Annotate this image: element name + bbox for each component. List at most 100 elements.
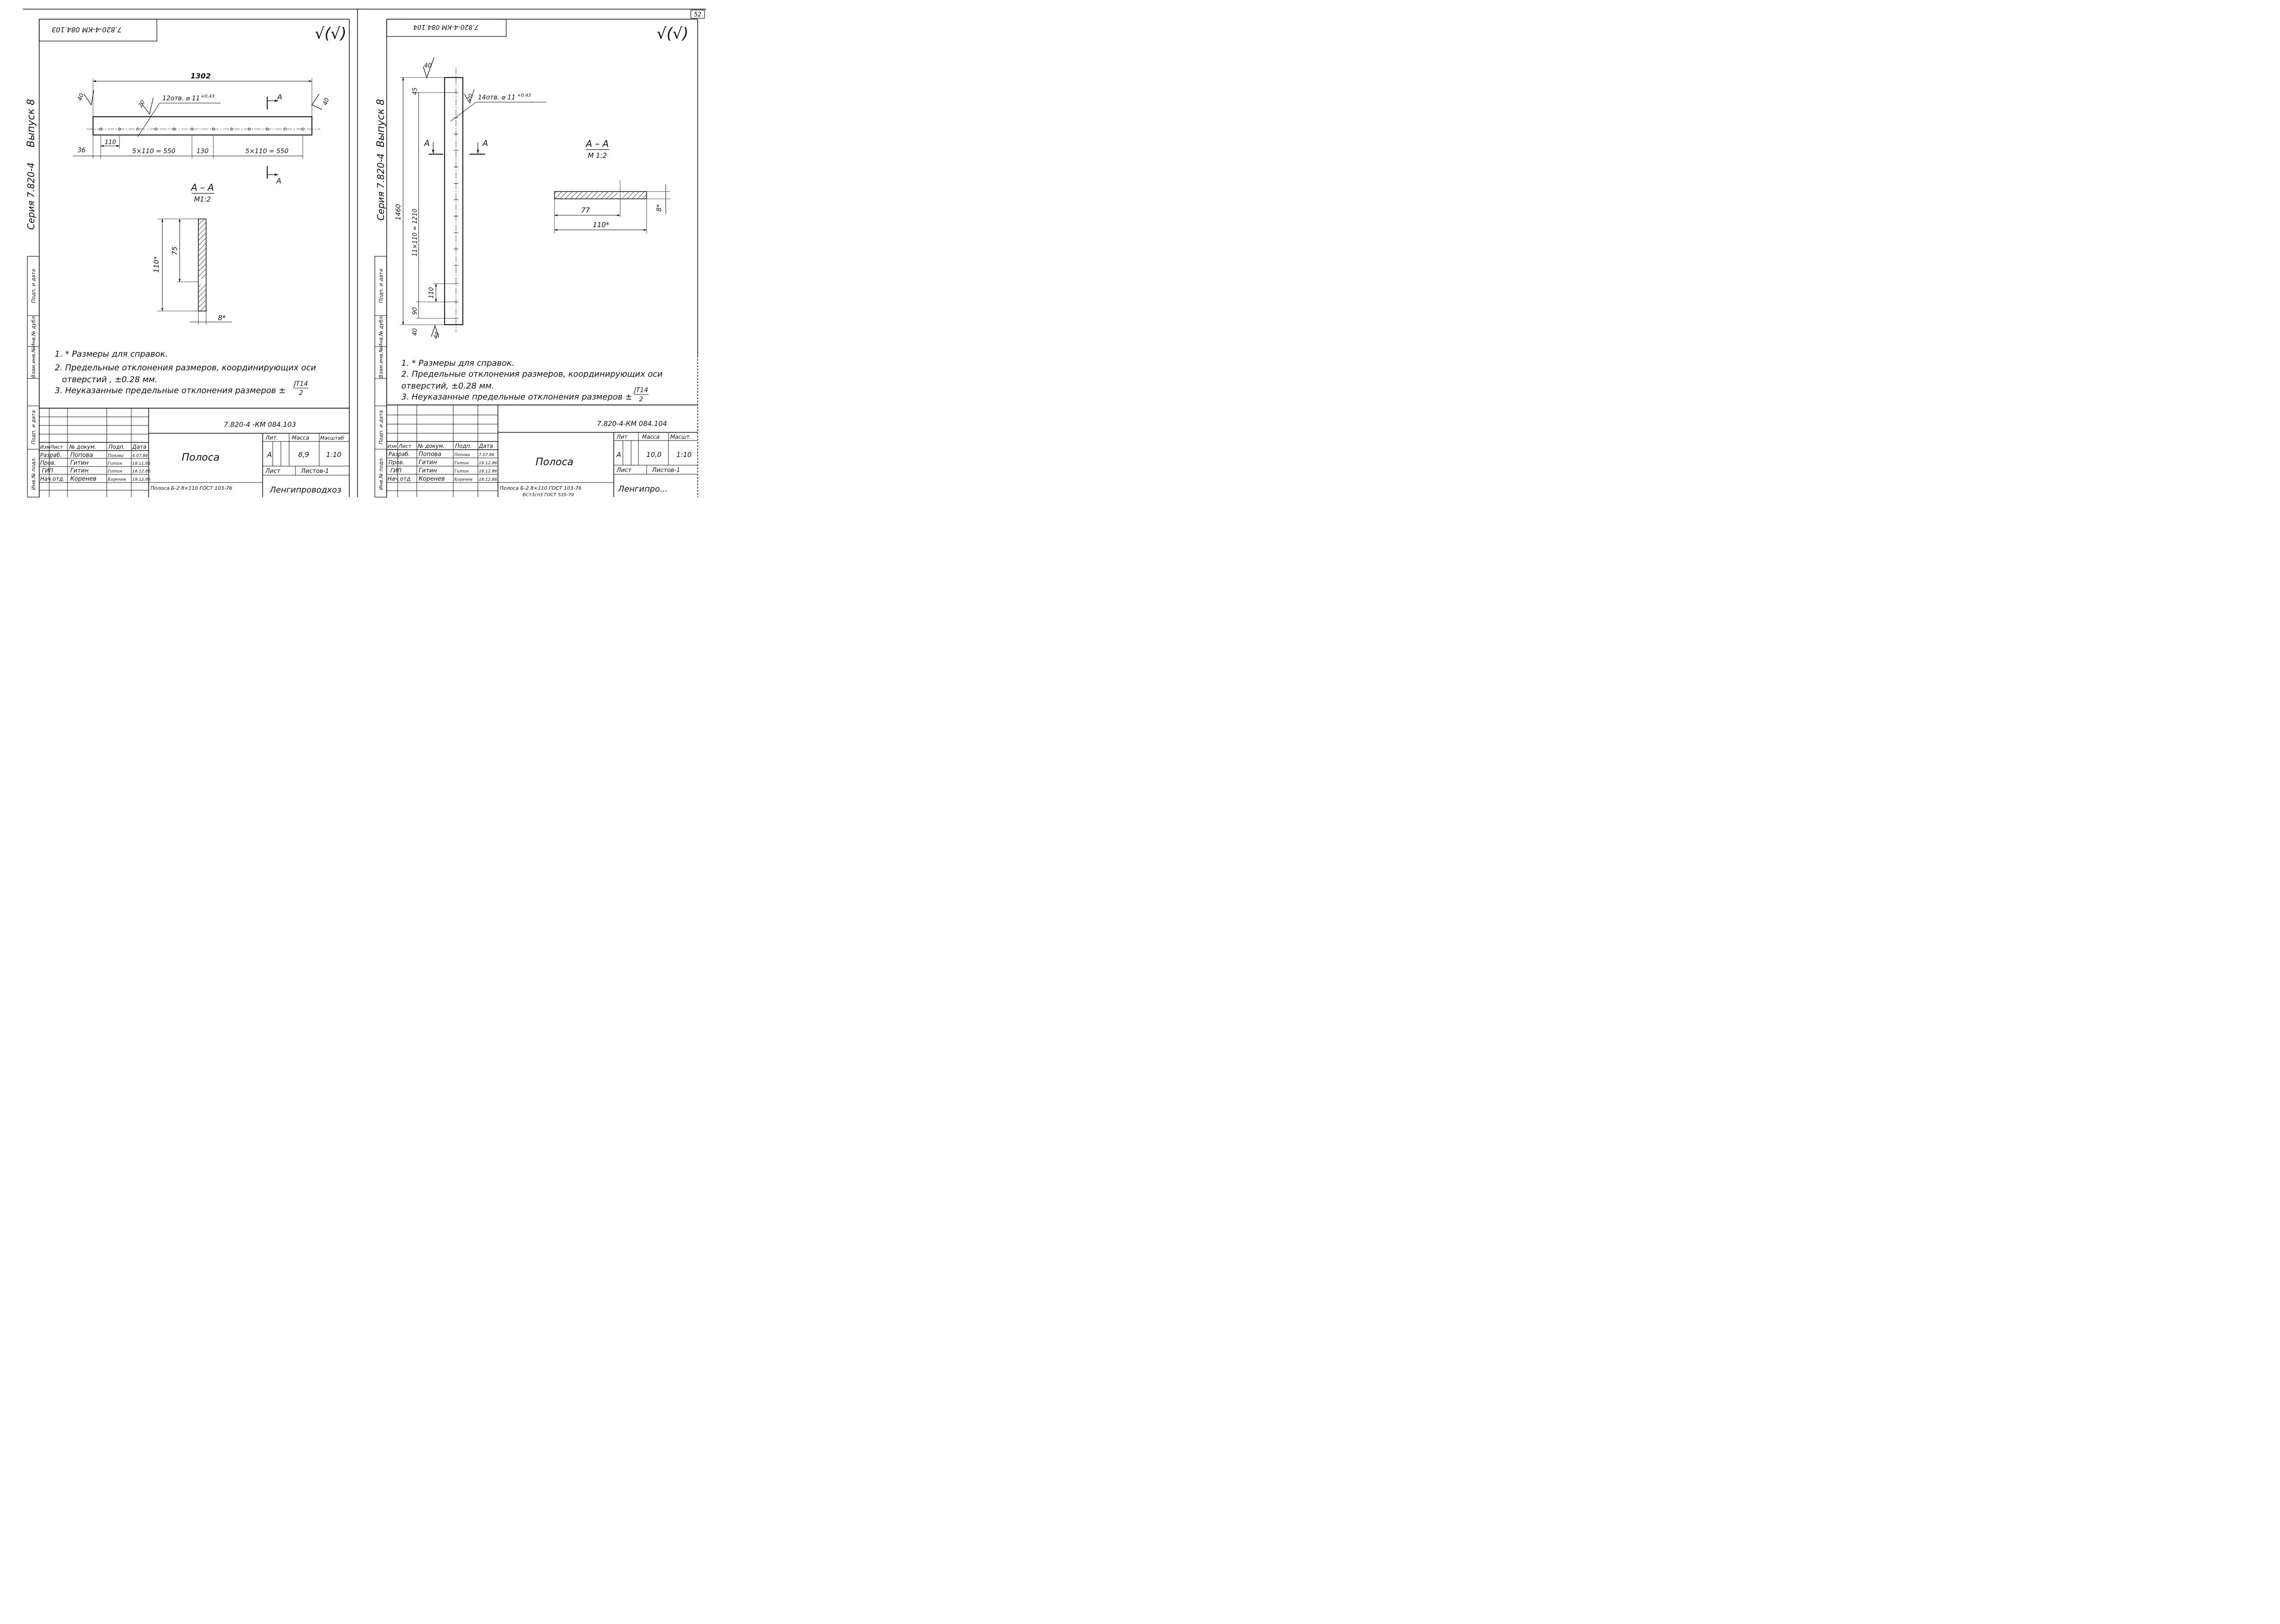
svg-text:Гитин: Гитин bbox=[454, 461, 469, 466]
svg-text:3. Неуказанные предельные откл: 3. Неуказанные предельные отклонения раз… bbox=[55, 386, 285, 395]
svg-text:+0.43: +0.43 bbox=[517, 93, 531, 98]
svg-text:Разраб.: Разраб. bbox=[389, 451, 410, 457]
svg-text:А: А bbox=[277, 93, 282, 101]
svg-text:Листов-1: Листов-1 bbox=[301, 468, 329, 475]
plate-view: 1302 40 40 20 12отв. ⌀ 11 +0.43 А А bbox=[73, 72, 331, 185]
holes-note: 14отв. ⌀ 11 bbox=[478, 94, 515, 101]
svg-text:40: 40 bbox=[432, 331, 441, 340]
overall-length: 1302 bbox=[191, 72, 211, 80]
svg-text:5×110 = 550: 5×110 = 550 bbox=[245, 148, 289, 155]
side-strip: Подп. и дата Инв.№ дубл. Взам.инв.№ Подп… bbox=[27, 256, 40, 498]
svg-text:Попова: Попова bbox=[70, 452, 93, 459]
issue-label: Выпуск 8 bbox=[26, 99, 37, 147]
svg-text:№ докум.: № докум. bbox=[69, 444, 96, 450]
hole-marks bbox=[454, 92, 458, 319]
section-view: А – А М1:2 110* 75 8* bbox=[152, 182, 232, 325]
section-scale: М 1:2 bbox=[588, 151, 607, 160]
svg-text:Пров.: Пров. bbox=[40, 460, 56, 466]
part-name: Полоса bbox=[535, 457, 573, 468]
svg-text:+0.43: +0.43 bbox=[201, 94, 215, 99]
svg-text:Дата: Дата bbox=[132, 444, 146, 450]
svg-text:77: 77 bbox=[581, 206, 590, 214]
svg-text:7.07.86: 7.07.86 bbox=[479, 453, 495, 457]
svg-text:Лит.: Лит. bbox=[265, 435, 278, 441]
svg-text:Гитин: Гитин bbox=[107, 462, 122, 466]
svg-text:JT14: JT14 bbox=[633, 387, 648, 394]
svg-text:Взам.инв.№: Взам.инв.№ bbox=[31, 347, 36, 378]
svg-text:Разраб.: Разраб. bbox=[40, 452, 62, 458]
svg-text:Лист: Лист bbox=[50, 444, 63, 450]
stamp-code: 7.820-4-КМ 084.104 bbox=[413, 23, 478, 31]
roughness-symbol: √(√) bbox=[315, 25, 347, 43]
svg-text:А: А bbox=[424, 139, 430, 148]
svg-text:75: 75 bbox=[171, 246, 179, 255]
svg-text:Подп.: Подп. bbox=[109, 444, 125, 450]
svg-text:Взам.инв.№: Взам.инв.№ bbox=[378, 347, 384, 378]
svg-text:JT14: JT14 bbox=[293, 380, 308, 388]
notes: 1. * Размеры для справок. 2. Предельные … bbox=[401, 358, 663, 403]
svg-text:Подп. и дата: Подп. и дата bbox=[31, 269, 36, 303]
svg-text:Гитин: Гитин bbox=[70, 467, 89, 474]
svg-text:8*: 8* bbox=[218, 314, 226, 322]
svg-text:А: А bbox=[276, 176, 281, 185]
svg-text:Попова: Попова bbox=[107, 454, 124, 458]
holes-note: 12отв. ⌀ 11 bbox=[162, 95, 200, 102]
svg-text:Гитин: Гитин bbox=[70, 460, 89, 467]
svg-text:Масштаб: Масштаб bbox=[320, 435, 344, 441]
section-scale: М1:2 bbox=[194, 195, 211, 203]
svg-text:Масса: Масса bbox=[642, 434, 659, 440]
stamp-code: 7.820-4-КМ 084.103 bbox=[52, 26, 122, 34]
svg-text:2. Предельные отклонения разме: 2. Предельные отклонения размеров, коорд… bbox=[401, 369, 663, 379]
page-number: 52 bbox=[694, 11, 702, 18]
svg-text:40: 40 bbox=[322, 97, 331, 107]
svg-text:Дата: Дата bbox=[478, 443, 493, 449]
stamp-box bbox=[39, 19, 157, 42]
svg-text:Гитин: Гитин bbox=[419, 467, 437, 474]
svg-text:Масшт.: Масшт. bbox=[670, 434, 691, 440]
organization: Ленгипро... bbox=[618, 484, 668, 494]
svg-text:отверстий , ±0.28 мм.: отверстий , ±0.28 мм. bbox=[62, 375, 157, 384]
svg-text:отверстий, ±0.28 мм.: отверстий, ±0.28 мм. bbox=[401, 381, 494, 391]
drawing-canvas: 52 7.820-4-КМ 084.103 √(√) Серия 7.820-4… bbox=[23, 9, 706, 498]
svg-text:3. Неуказанные предельные откл: 3. Неуказанные предельные отклонения раз… bbox=[401, 392, 632, 402]
svg-text:18.12.86: 18.12.86 bbox=[132, 469, 150, 474]
svg-text:11×110 = 1210: 11×110 = 1210 bbox=[412, 209, 419, 257]
svg-text:110*: 110* bbox=[593, 221, 610, 229]
svg-text:ГИП: ГИП bbox=[42, 467, 53, 474]
svg-text:8,9: 8,9 bbox=[298, 451, 309, 459]
svg-text:8*: 8* bbox=[656, 204, 663, 212]
section-title: А – А bbox=[190, 182, 214, 193]
page-number-box bbox=[690, 10, 705, 19]
svg-text:1. * Размеры для справок.: 1. * Размеры для справок. bbox=[55, 349, 168, 359]
svg-text:№ докум.: № докум. bbox=[417, 443, 445, 449]
overall-length: 1460 bbox=[395, 204, 402, 220]
svg-text:Нач.отд.: Нач.отд. bbox=[40, 476, 65, 482]
svg-text:Инв.№ подл.: Инв.№ подл. bbox=[378, 457, 384, 490]
svg-text:2: 2 bbox=[299, 389, 303, 397]
svg-text:Подп. и дата: Подп. и дата bbox=[378, 269, 384, 303]
title-block: Изм Лист № докум. Подп. Дата Разраб. Поп… bbox=[39, 408, 349, 497]
section-view: А – А М 1:2 77 110* 8* bbox=[554, 138, 670, 233]
svg-text:110*: 110* bbox=[152, 256, 161, 273]
svg-text:4.07.86: 4.07.86 bbox=[132, 454, 148, 458]
svg-text:18.11.86: 18.11.86 bbox=[132, 462, 150, 466]
series-label: Серия 7.820-4 bbox=[375, 153, 386, 221]
side-strip: Подп. и дата Инв.№ дубл. Взам.инв.№ Подп… bbox=[374, 256, 387, 498]
svg-text:ГИП: ГИП bbox=[390, 467, 402, 474]
svg-text:Полоса Б-2 8×110 ГОСТ 103-76: Полоса Б-2 8×110 ГОСТ 103-76 bbox=[150, 485, 232, 491]
svg-text:Листов-1: Листов-1 bbox=[652, 467, 680, 474]
svg-text:Гитин: Гитин bbox=[454, 469, 469, 474]
svg-text:Лист: Лист bbox=[265, 468, 280, 475]
sheet-right: 7.820-4-КМ 084.104 √(√) Серия 7.820-4 Вы… bbox=[374, 19, 698, 498]
svg-text:20: 20 bbox=[137, 99, 146, 109]
svg-text:36: 36 bbox=[78, 147, 86, 154]
svg-text:110: 110 bbox=[105, 139, 116, 146]
svg-text:Подп. и дата: Подп. и дата bbox=[31, 410, 36, 444]
svg-text:А: А bbox=[267, 451, 272, 459]
svg-text:130: 130 bbox=[197, 148, 209, 155]
svg-text:40: 40 bbox=[424, 62, 432, 69]
svg-text:45: 45 bbox=[412, 88, 419, 95]
svg-text:Коренев: Коренев bbox=[107, 477, 126, 482]
doc-code: 7.820-4 -КМ 084.103 bbox=[224, 420, 296, 429]
svg-text:Коренев: Коренев bbox=[454, 477, 472, 482]
